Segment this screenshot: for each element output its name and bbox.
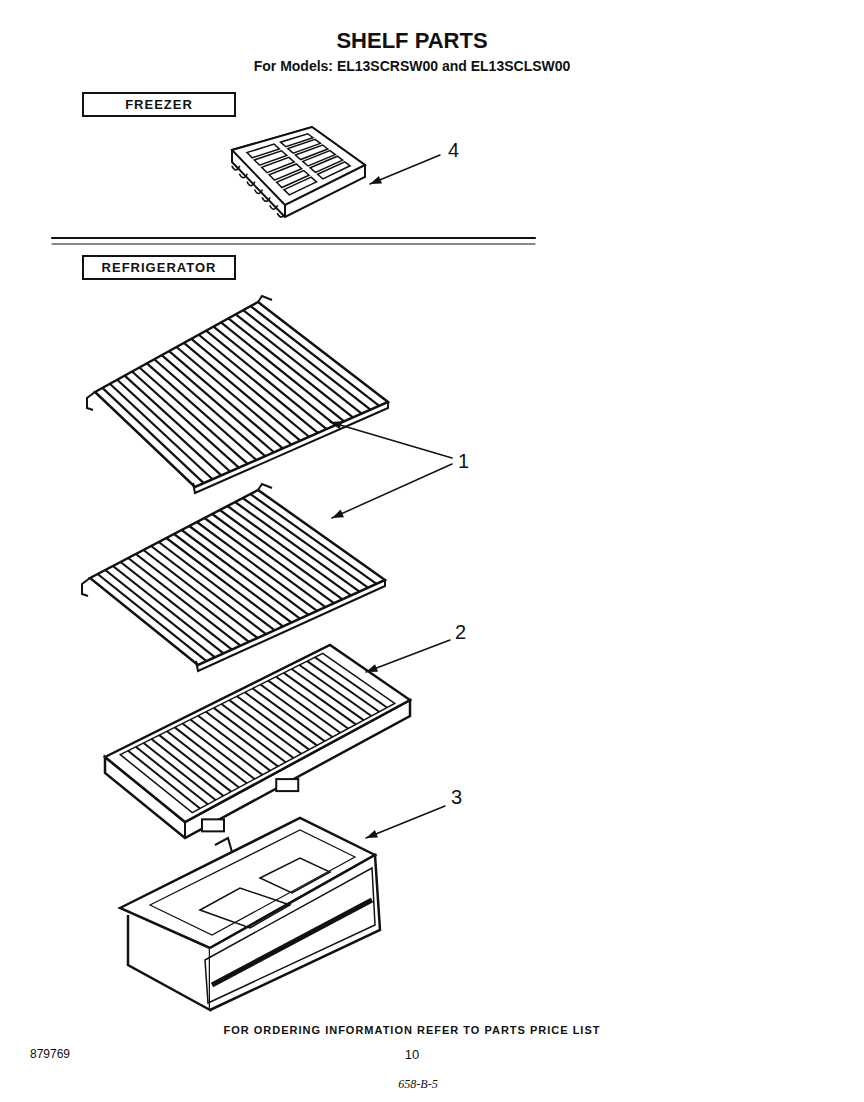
shelf-rail <box>193 402 388 493</box>
arrowhead <box>332 510 344 518</box>
leader-line <box>332 464 452 518</box>
shelf-hook <box>258 484 272 490</box>
cover-slot <box>315 657 387 707</box>
leader-line <box>366 640 450 672</box>
footer-note: FOR ORDERING INFORMATION REFER TO PARTS … <box>224 1024 601 1036</box>
cover-tab <box>276 779 298 791</box>
callout-number: 2 <box>455 621 466 643</box>
drawer-handle <box>212 900 372 985</box>
crisper-cover <box>105 645 410 838</box>
tray-body <box>232 127 365 217</box>
wire-shelf <box>87 296 388 493</box>
tray-top <box>232 127 365 205</box>
shelf-wire <box>220 510 343 599</box>
ice-cell <box>284 177 317 195</box>
section-box: FREEZER <box>82 92 236 117</box>
shelf-hook <box>87 392 95 410</box>
shelf-wire <box>250 494 376 584</box>
callout-number: 4 <box>448 139 459 161</box>
shelf-rail <box>196 580 385 671</box>
shelf-wire <box>251 306 380 406</box>
shelf-wire <box>228 318 353 417</box>
drawer-notch <box>215 838 232 852</box>
handwritten-note: 658-B-5 <box>398 1078 437 1091</box>
shelf-frame <box>95 302 388 487</box>
section-box: REFRIGERATOR <box>82 255 236 280</box>
drawer-inner <box>150 830 355 935</box>
cell-bottom <box>247 182 255 186</box>
shelf-hook <box>82 578 90 596</box>
section-label: FREEZER <box>125 97 193 112</box>
leader-line <box>366 806 445 838</box>
page-number: 10 <box>405 1048 419 1062</box>
ice-cell <box>262 157 295 172</box>
shelf-wire <box>206 331 326 429</box>
cell-bottom <box>239 174 247 178</box>
cover-inner <box>120 653 395 812</box>
shelf-wire <box>191 339 309 437</box>
ice-cell <box>318 162 351 179</box>
cell-bottom <box>270 205 278 209</box>
cover-tab <box>202 819 224 831</box>
separator-line <box>52 237 535 239</box>
arrowhead <box>370 176 382 184</box>
shelf-wire <box>221 322 344 421</box>
ice-cell <box>254 151 287 166</box>
drawer-side <box>128 915 210 1010</box>
cover-top <box>105 645 410 822</box>
title: SHELF PARTS <box>336 29 487 53</box>
arrowhead <box>366 830 378 838</box>
subtitle: For Models: EL13SCRSW00 and EL13SCLSW00 <box>254 59 571 74</box>
leader-line <box>370 155 440 184</box>
shelf-wire <box>214 327 336 426</box>
arrowhead <box>330 421 342 429</box>
shelf-frame <box>90 490 385 665</box>
arrowhead <box>366 664 378 672</box>
shelf-wire <box>227 506 351 595</box>
callout-number: 1 <box>458 450 469 472</box>
cover-slot <box>307 661 379 712</box>
callout-number: 3 <box>451 786 462 808</box>
ice-cell <box>247 144 280 158</box>
crisper-drawer <box>120 818 380 1010</box>
shelf-hook <box>258 296 272 302</box>
wire-shelf <box>82 484 385 671</box>
drawer-rib <box>200 858 330 928</box>
cell-bottom <box>277 213 285 217</box>
shelf-wire <box>235 502 359 592</box>
leader-line <box>330 422 452 458</box>
cell-bottom <box>255 190 263 194</box>
cover-edge <box>184 822 186 838</box>
shelf-wire <box>212 514 334 603</box>
document-number: 879769 <box>30 1048 70 1061</box>
shelf-wire <box>184 343 300 441</box>
cell-bottom <box>232 166 240 170</box>
shelf-wire <box>199 335 318 433</box>
section-label: REFRIGERATOR <box>102 260 217 275</box>
ice-tray <box>232 127 365 217</box>
separator-line <box>52 243 535 244</box>
shelf-wire <box>243 310 370 410</box>
cell-bottom <box>262 197 270 201</box>
drawer-panel <box>205 868 375 1003</box>
shelf-wire <box>243 498 368 588</box>
shelf-wire <box>236 314 362 413</box>
